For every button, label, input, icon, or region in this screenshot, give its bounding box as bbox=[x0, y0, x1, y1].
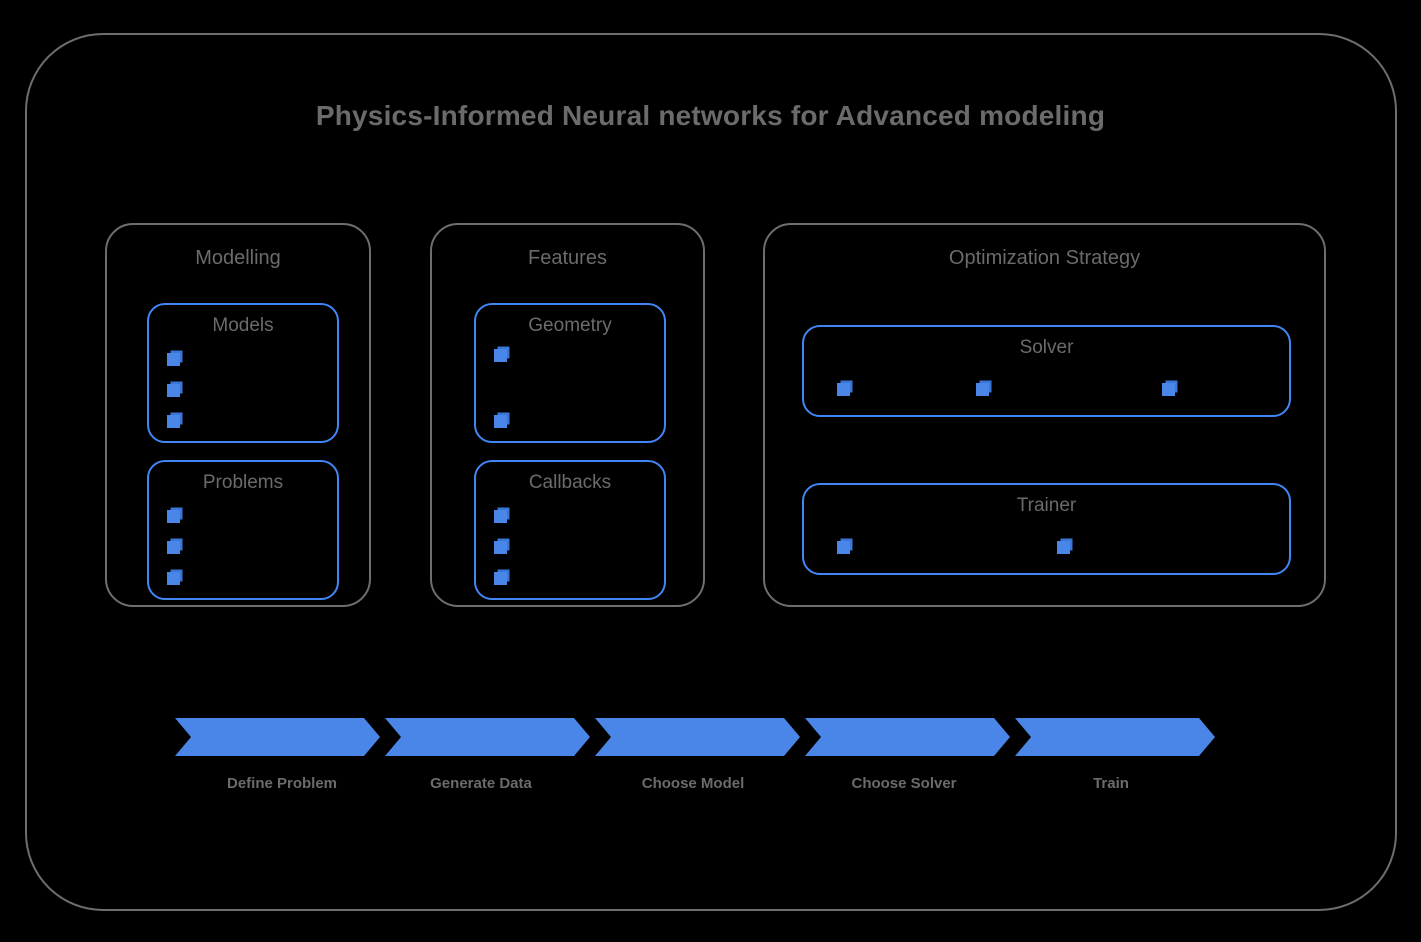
pipeline-step-label-generate-data: Generate Data bbox=[430, 775, 532, 792]
sub-box-trainer[interactable]: Trainer bbox=[802, 483, 1291, 575]
item-marker-icon bbox=[494, 541, 507, 554]
group-title-optimization-strategy: Optimization Strategy bbox=[948, 247, 1141, 269]
pipeline-step-label-define-problem: Define Problem bbox=[226, 775, 338, 792]
pipeline-step-label-train: Train bbox=[1093, 775, 1129, 792]
pipeline-step-label-choose-solver: Choose Solver bbox=[851, 775, 957, 792]
pipeline-step-arrow[interactable] bbox=[1015, 718, 1215, 756]
pipeline-step-arrow[interactable] bbox=[805, 718, 1010, 756]
page-title: Physics-Informed Neural networks for Adv… bbox=[315, 100, 1106, 131]
group-panel-modelling: Modelling Models Problems bbox=[105, 223, 371, 607]
item-marker-icon bbox=[167, 510, 180, 523]
sub-box-title-trainer: Trainer bbox=[1016, 495, 1077, 516]
sub-box-title-callbacks: Callbacks bbox=[528, 472, 612, 493]
sub-box-title-geometry: Geometry bbox=[528, 315, 612, 336]
workflow-pipeline bbox=[175, 718, 1215, 756]
sub-box-title-models: Models bbox=[212, 315, 274, 336]
group-title-features: Features bbox=[528, 247, 607, 269]
diagram-outer-frame bbox=[25, 33, 1397, 911]
group-title-modelling: Modelling bbox=[195, 247, 281, 269]
item-marker-icon bbox=[167, 541, 180, 554]
item-marker-icon bbox=[837, 541, 850, 554]
item-marker-icon bbox=[837, 383, 850, 396]
item-marker-icon bbox=[494, 510, 507, 523]
item-marker-icon bbox=[1057, 541, 1070, 554]
pipeline-step-arrow[interactable] bbox=[175, 718, 380, 756]
item-marker-icon bbox=[167, 353, 180, 366]
item-marker-icon bbox=[976, 383, 989, 396]
sub-box-problems[interactable]: Problems bbox=[147, 460, 339, 600]
item-marker-icon bbox=[494, 349, 507, 362]
pipeline-step-arrow[interactable] bbox=[385, 718, 590, 756]
item-marker-icon bbox=[494, 572, 507, 585]
group-panel-features: Features Geometry Callbacks bbox=[430, 223, 705, 607]
item-marker-icon bbox=[494, 415, 507, 428]
item-marker-icon bbox=[167, 415, 180, 428]
pipeline-step-label-choose-model: Choose Model bbox=[641, 775, 745, 792]
sub-box-callbacks[interactable]: Callbacks bbox=[474, 460, 666, 600]
item-marker-icon bbox=[167, 384, 180, 397]
sub-box-solver[interactable]: Solver bbox=[802, 325, 1291, 417]
sub-box-geometry[interactable]: Geometry bbox=[474, 303, 666, 443]
item-marker-icon bbox=[1162, 383, 1175, 396]
group-panel-optimization-strategy: Optimization Strategy Solver Trainer bbox=[763, 223, 1326, 607]
item-marker-icon bbox=[167, 572, 180, 585]
pipeline-step-arrow[interactable] bbox=[595, 718, 800, 756]
sub-box-title-problems: Problems bbox=[202, 472, 284, 493]
sub-box-title-solver: Solver bbox=[1019, 337, 1074, 358]
sub-box-models[interactable]: Models bbox=[147, 303, 339, 443]
